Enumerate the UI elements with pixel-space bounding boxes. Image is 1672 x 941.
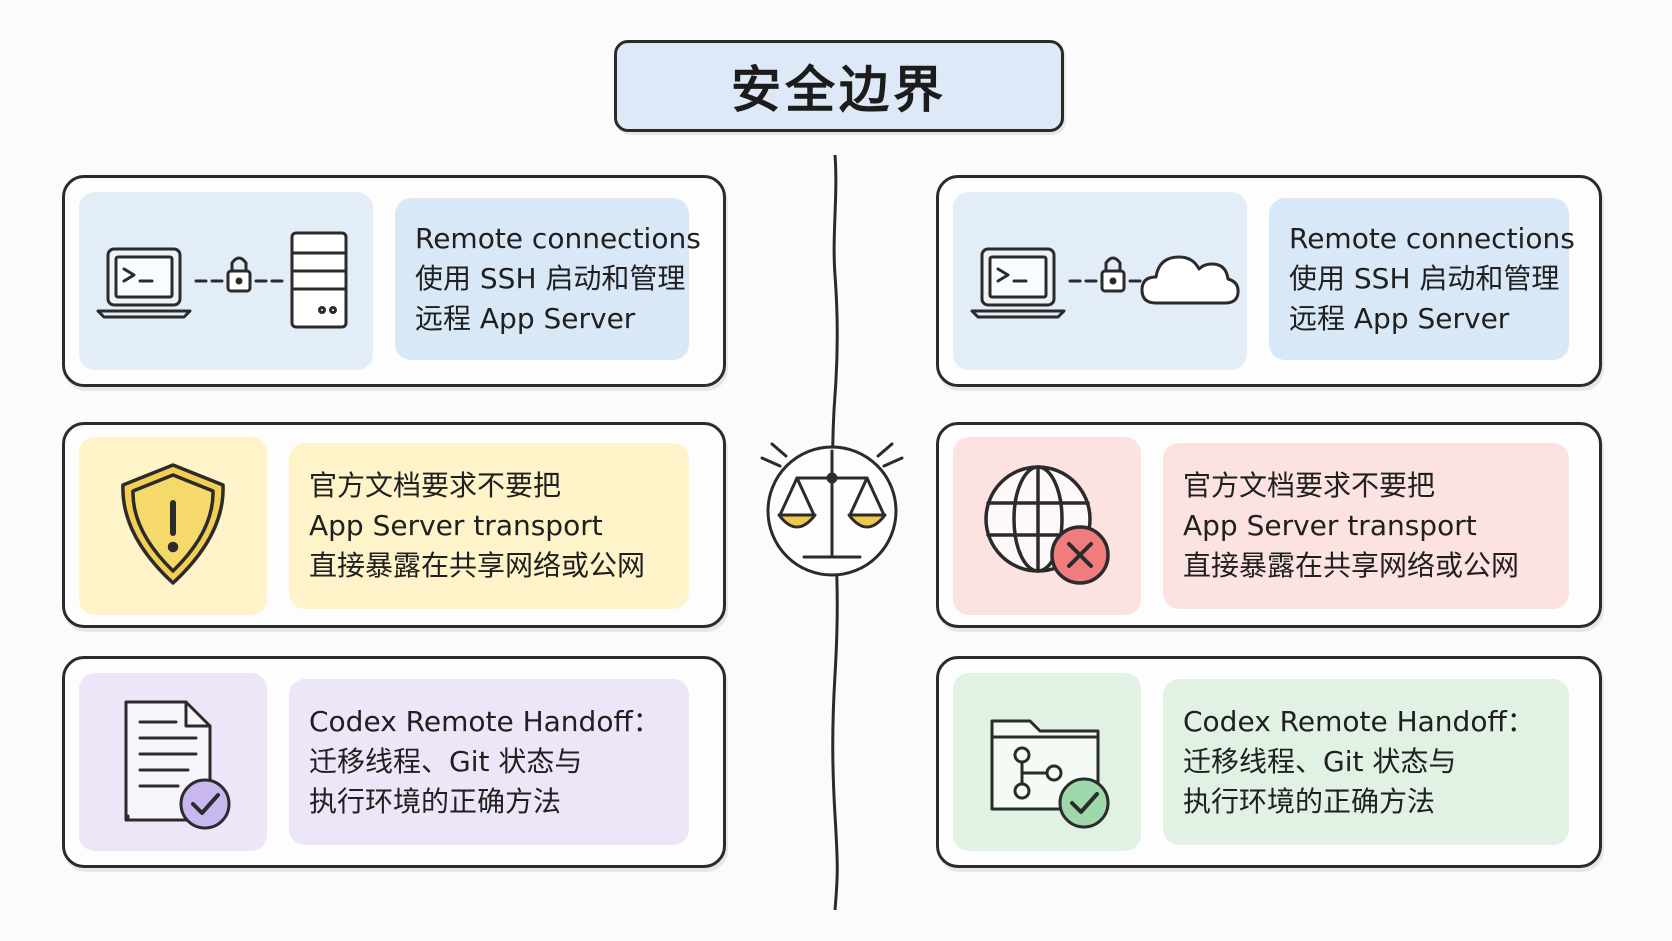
right-card-1-line-3: 远程 App Server [1289, 302, 1510, 335]
warning-shield-icon [121, 463, 225, 585]
right-card-1-icon-tile [953, 192, 1247, 370]
right-card-1-line-1: Remote connections [1289, 222, 1575, 255]
left-card-1-icon-tile [79, 192, 373, 370]
left-card-1-line-2: 使用 SSH 启动和管理 [415, 262, 686, 295]
right-card-1-text-tile: Remote connections 使用 SSH 启动和管理 远程 App S… [1269, 198, 1575, 360]
document-check-icon [124, 700, 231, 830]
left-card-3-text-tile: Codex Remote Handoff： 迁移线程、Git 状态与 执行环境的… [289, 679, 689, 845]
right-card-3-line-1: Codex Remote Handoff： [1183, 705, 1535, 738]
folder-branch-check-icon [990, 719, 1110, 829]
left-card-2-line-3: 直接暴露在共享网络或公网 [309, 549, 646, 582]
right-card-1-line-2: 使用 SSH 启动和管理 [1289, 262, 1560, 295]
right-card-public-network: 官方文档要求不要把 App Server transport 直接暴露在共享网络… [936, 422, 1602, 628]
right-card-3-line-2: 迁移线程、Git 状态与 [1183, 745, 1457, 778]
title-box: 安全边界 [614, 40, 1064, 132]
right-card-handoff: Codex Remote Handoff： 迁移线程、Git 状态与 执行环境的… [936, 656, 1602, 868]
right-card-2-icon-tile [953, 437, 1141, 615]
page-title: 安全边界 [731, 61, 947, 119]
globe-blocked-icon [984, 465, 1110, 585]
left-card-2-text-tile: 官方文档要求不要把 App Server transport 直接暴露在共享网络… [289, 443, 689, 609]
left-card-3-line-2: 迁移线程、Git 状态与 [309, 745, 583, 778]
right-card-2-line-3: 直接暴露在共享网络或公网 [1183, 549, 1520, 582]
laptop-lock-cloud-icon [970, 247, 1240, 319]
left-card-transport-warning: 官方文档要求不要把 App Server transport 直接暴露在共享网络… [62, 422, 726, 628]
right-card-remote-connections: Remote connections 使用 SSH 启动和管理 远程 App S… [936, 175, 1602, 387]
left-card-1-text-tile: Remote connections 使用 SSH 启动和管理 远程 App S… [395, 198, 701, 360]
left-card-3-line-1: Codex Remote Handoff： [309, 705, 661, 738]
left-card-handoff: Codex Remote Handoff： 迁移线程、Git 状态与 执行环境的… [62, 656, 726, 868]
balance-scale-badge [752, 416, 912, 586]
left-card-3-line-3: 执行环境的正确方法 [309, 785, 562, 818]
right-card-2-line-1: 官方文档要求不要把 [1183, 469, 1436, 502]
right-card-3-line-3: 执行环境的正确方法 [1183, 785, 1436, 818]
right-card-3-icon-tile [953, 673, 1141, 851]
left-card-2-line-2: App Server transport [309, 509, 603, 542]
left-card-2-line-1: 官方文档要求不要把 [309, 469, 562, 502]
right-card-2-line-2: App Server transport [1183, 509, 1477, 542]
left-card-1-line-3: 远程 App Server [415, 302, 636, 335]
left-card-2-icon-tile [79, 437, 267, 615]
right-card-2-text-tile: 官方文档要求不要把 App Server transport 直接暴露在共享网络… [1163, 443, 1569, 609]
left-card-remote-connections: Remote connections 使用 SSH 启动和管理 远程 App S… [62, 175, 726, 387]
balance-scale-icon [760, 442, 904, 577]
left-card-1-line-1: Remote connections [415, 222, 701, 255]
laptop-lock-server-icon [96, 231, 348, 329]
left-card-3-icon-tile [79, 673, 267, 851]
right-card-3-text-tile: Codex Remote Handoff： 迁移线程、Git 状态与 执行环境的… [1163, 679, 1569, 845]
